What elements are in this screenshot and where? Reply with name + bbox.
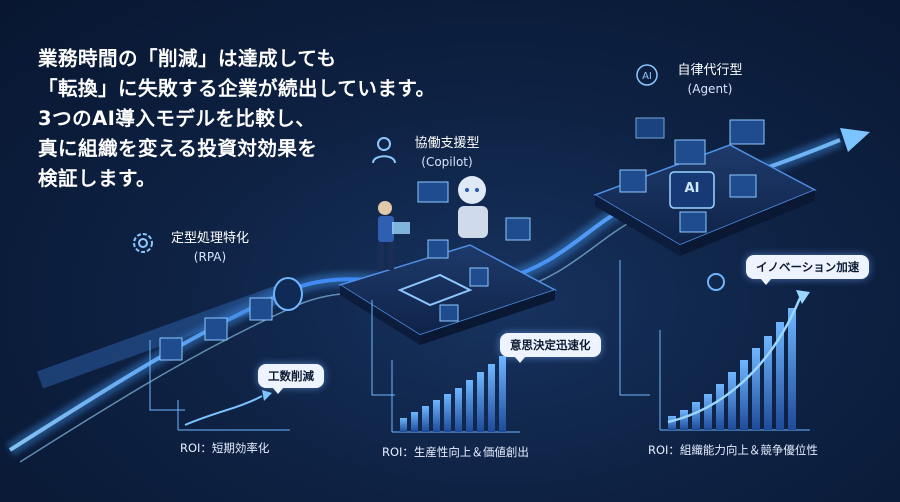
agent-chart [659, 290, 810, 431]
headline-line-1: 業務時間の「削減」は達成しても [38, 47, 337, 70]
rpa-conveyor [36, 277, 303, 411]
agent-bubble: イノベーション加速 [746, 255, 870, 285]
headline-line-4: 真に組織を変える投資対効果を [38, 137, 318, 160]
agent-roi: ROI：組織能力向上＆競争優位性 [648, 443, 818, 457]
agent-subtitle: (Agent) [687, 82, 733, 96]
center-ai-badge: AI [684, 181, 700, 196]
copilot-platform [338, 176, 557, 396]
agent-platform [593, 117, 817, 396]
agent-label: 自律代行型 (Agent) [665, 62, 755, 98]
copilot-subtitle: (Copilot) [421, 155, 473, 169]
rpa-bubble: 工数削減 [258, 364, 324, 394]
headline-line-5: 検証します。 [38, 167, 157, 190]
svg-text:AI: AI [642, 71, 652, 82]
person-icon [372, 137, 396, 164]
rpa-roi: ROI：短期効率化 [180, 441, 270, 455]
rpa-subtitle: (RPA) [193, 250, 227, 264]
copilot-roi: ROI：生産性向上＆価値創出 [382, 445, 529, 459]
headline-line-2: 「転換」に失敗する企業が続出しています。 [38, 77, 436, 100]
ai-network-icon: AI [636, 64, 658, 86]
rpa-chart [177, 390, 290, 431]
rpa-title: 定型処理特化 [170, 231, 249, 246]
gear-icon [133, 233, 153, 253]
copilot-label: 協働支援型 (Copilot) [402, 135, 492, 171]
copilot-bubble: 意思決定迅速化 [500, 333, 601, 363]
flow-ribbon-2 [19, 201, 691, 463]
agent-title: 自律代行型 [677, 63, 743, 78]
flow-arrow-head [840, 128, 870, 152]
headline-line-3: 3つのAI導入モデルを比較し、 [38, 107, 316, 130]
rpa-label: 定型処理特化 (RPA) [165, 230, 255, 266]
copilot-chart [391, 356, 520, 433]
headline: 業務時間の「削減」は達成しても 「転換」に失敗する企業が続出しています。 3つの… [38, 44, 458, 194]
copilot-title: 協働支援型 [414, 136, 480, 151]
